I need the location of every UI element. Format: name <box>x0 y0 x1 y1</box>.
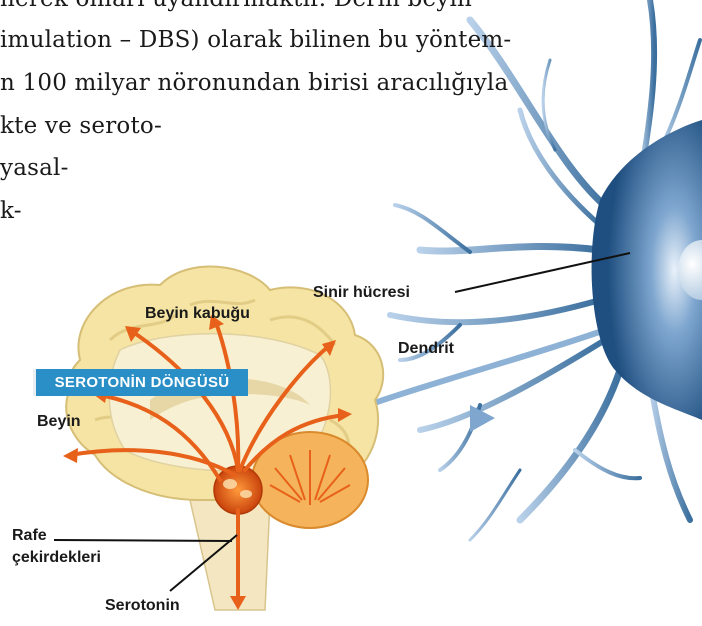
body-text-line: nerek onları uyandırmaktır. Derin beyin <box>0 0 472 12</box>
label-dendrite: Dendrit <box>398 340 454 358</box>
body-text-line: kte ve seroto- <box>0 113 162 139</box>
label-raphe-nuclei-line1: Rafe <box>12 527 47 545</box>
label-nerve-cell: Sinir hücresi <box>313 284 410 302</box>
label-brain: Beyin <box>37 413 81 431</box>
body-text-line: n 100 milyar nöronundan birisi aracılığı… <box>0 70 508 96</box>
label-cerebral-cortex: Beyin kabuğu <box>145 305 250 323</box>
serotonin-cycle-badge: SEROTONİN DÖNGÜSÜ <box>33 369 248 396</box>
body-text-line: k- <box>0 198 22 224</box>
body-text-line: imulation – DBS) olarak bilinen bu yönte… <box>0 27 511 53</box>
label-raphe-nuclei-line2: çekirdekleri <box>12 549 101 567</box>
raphe-nucleus <box>214 466 262 514</box>
body-text-line: yasal- <box>0 155 69 181</box>
label-serotonin: Serotonin <box>105 597 180 615</box>
